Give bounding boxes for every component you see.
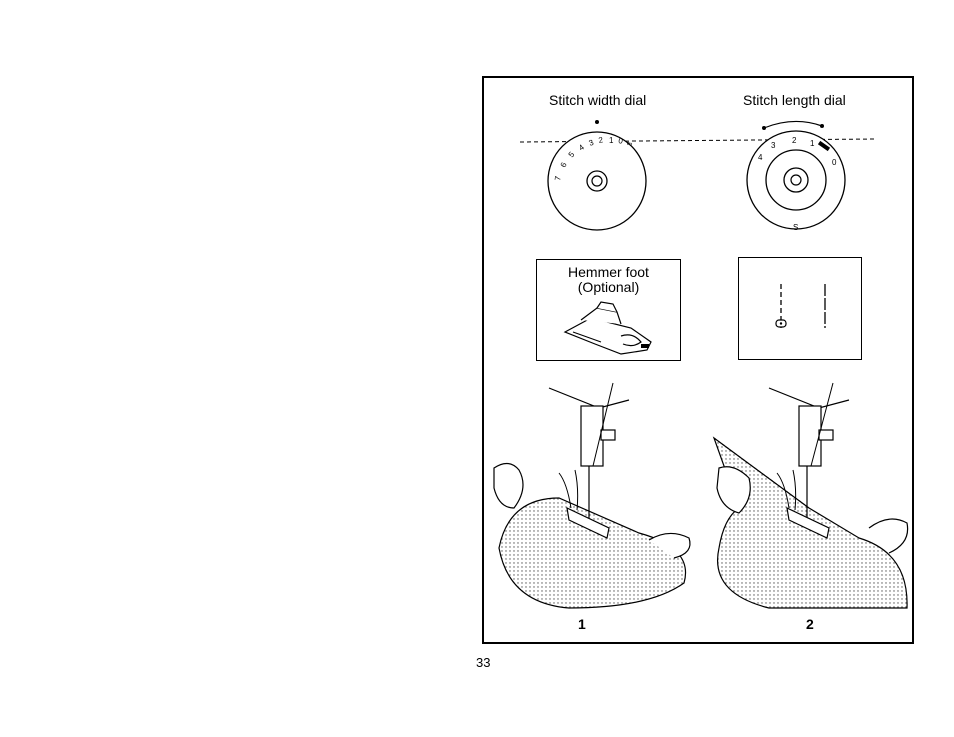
- hemmer-foot-optional-label: (Optional): [537, 279, 680, 295]
- length-mark-1: 1: [810, 139, 815, 148]
- instruction-panel: Stitch width dial Stitch length dial ∞ 0…: [482, 76, 914, 644]
- length-mark-4: 4: [758, 153, 763, 162]
- page-number: 33: [476, 655, 490, 670]
- stitch-pattern-icon: [739, 258, 863, 361]
- hemmer-foot-label: Hemmer foot: [537, 264, 680, 280]
- hemmer-foot-box: Hemmer foot (Optional): [536, 259, 681, 361]
- stitch-length-dial: 4 3 2 1 0 S: [740, 114, 850, 234]
- stitch-pattern-box: [738, 257, 862, 360]
- hemming-illustration-2: [709, 378, 914, 603]
- hemming-illustration-1: [489, 378, 694, 603]
- step-number-2: 2: [806, 616, 814, 632]
- hemmer-foot-icon: [561, 298, 661, 358]
- stitch-width-dial: ∞ 0 1 2 3 4 5 6 7: [542, 126, 652, 236]
- length-mark-0: 0: [832, 158, 837, 167]
- length-mark-3: 3: [771, 141, 776, 150]
- length-mark-s: S: [793, 223, 798, 232]
- step-number-1: 1: [578, 616, 586, 632]
- width-mark-1: 1: [609, 136, 614, 145]
- length-mark-2: 2: [792, 136, 797, 145]
